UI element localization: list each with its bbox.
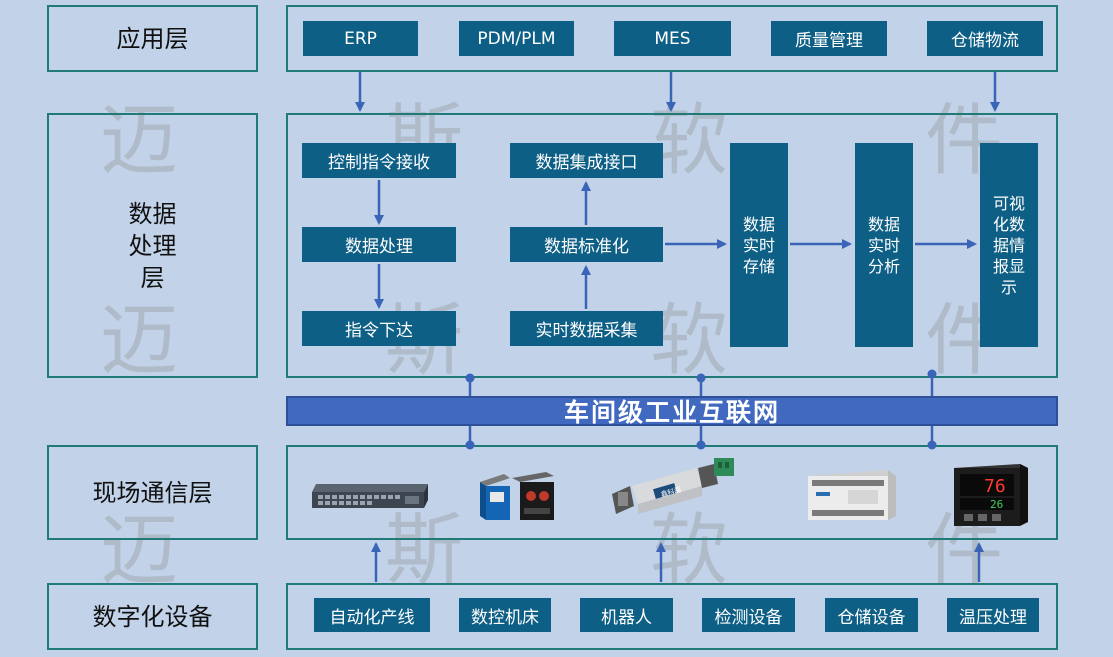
device-inspection: 检测设备 [702, 598, 795, 632]
bus-label: 车间级工业互联网 [563, 398, 780, 427]
application-layer-panel [286, 5, 1058, 72]
bus-node [696, 373, 706, 383]
device-automated-line: 自动化产线 [314, 598, 430, 632]
data-processing-step: 数据处理 [302, 227, 456, 262]
realtime-storage-block: 数据 实时 存储 [730, 143, 788, 347]
io-module-image [480, 472, 554, 520]
data-processing-layer-text: 数据 处理 层 [128, 199, 177, 292]
temperature-controller-image: 76 26 [954, 464, 1028, 526]
field-comm-panel [286, 445, 1058, 540]
data-standardization: 数据标准化 [510, 227, 663, 262]
realtime-analysis-block: 数据 实时 分析 [855, 143, 913, 347]
digital-devices-panel [286, 583, 1058, 650]
temp-readout-bottom: 26 [990, 498, 1003, 511]
app-system-warehouse-logistics: 仓储物流 [927, 21, 1043, 56]
serial-converter-image: 鑫科磊 [612, 458, 734, 514]
app-system-quality: 质量管理 [771, 21, 887, 56]
device-temp-pressure: 温压处理 [947, 598, 1039, 632]
visualization-report-block: 可视 化数 据情 报显 示 [980, 143, 1038, 347]
device-cnc-machine: 数控机床 [459, 598, 551, 632]
realtime-data-collection: 实时数据采集 [510, 311, 663, 346]
application-layer-text: 应用层 [116, 24, 189, 53]
device-warehouse: 仓储设备 [825, 598, 918, 632]
app-system-erp: ERP [303, 21, 418, 56]
app-system-mes: MES [614, 21, 731, 56]
application-layer-label: 应用层 [47, 5, 258, 72]
digital-devices-layer-text: 数字化设备 [92, 602, 213, 631]
bus-node [927, 440, 937, 450]
data-processing-panel [286, 113, 1058, 378]
instruction-dispatch: 指令下达 [302, 311, 456, 346]
bus-node [927, 369, 937, 379]
bus-node [465, 440, 475, 450]
app-system-pdm-plm: PDM/PLM [459, 21, 574, 56]
plc-controller-image [808, 470, 896, 520]
control-instruction-receive: 控制指令接收 [302, 143, 456, 178]
network-switch-image [312, 484, 428, 508]
data-integration-interface: 数据集成接口 [510, 143, 663, 178]
device-robot: 机器人 [580, 598, 673, 632]
data-processing-layer-label: 数据 处理 层 [47, 113, 258, 378]
field-comm-layer-text: 现场通信层 [92, 478, 213, 507]
workshop-industrial-internet-bus: 车间级工业互联网 [286, 396, 1058, 427]
field-comm-layer-label: 现场通信层 [47, 445, 258, 540]
bus-node [465, 373, 475, 383]
temp-readout-top: 76 [984, 476, 1006, 497]
digital-devices-layer-label: 数字化设备 [47, 583, 258, 650]
bus-node [696, 440, 706, 450]
